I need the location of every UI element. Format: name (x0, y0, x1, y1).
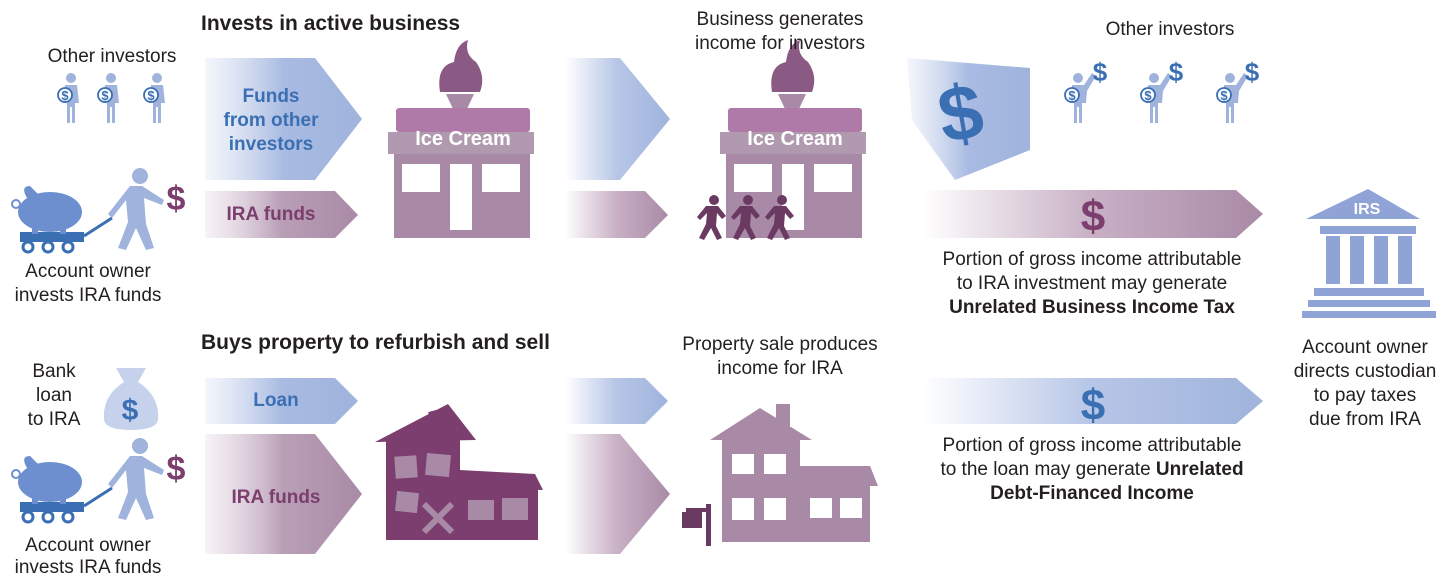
ira-funds-arrow-top (205, 191, 358, 238)
generates-line2: income for investors (694, 33, 865, 54)
ira-funds-label-top: IRA funds (226, 204, 316, 225)
funds-label-line3: investors (228, 134, 314, 155)
ice-cream-sign-1: Ice Cream (415, 128, 511, 150)
ubit-line1: Portion of gross income attributable (942, 249, 1242, 270)
udfi-line2: to the loan may generate Unrelated (922, 458, 1262, 482)
owner-piggy-bank-icon-bottom (10, 436, 188, 524)
ubit-dollar-icon: $ (1081, 192, 1105, 241)
sale-line1: Property sale produces (682, 334, 878, 355)
irs-line3: to pay taxes (1313, 385, 1417, 406)
other-investors-right-icons (1064, 56, 1261, 124)
irs-line4: due from IRA (1309, 409, 1421, 430)
irs-building-icon (1302, 189, 1436, 318)
top-heading: Invests in active business (201, 12, 461, 35)
other-investors-left-icons (57, 72, 166, 124)
account-owner-top-line2: invests IRA funds (14, 285, 162, 306)
loan-arrow (205, 378, 358, 424)
ubit-line2: to IRA investment may generate (956, 273, 1228, 294)
other-investors-right-label: Other investors (1105, 19, 1235, 40)
income-arrow-purple-top (565, 191, 668, 238)
other-investors-left-label: Other investors (47, 46, 177, 67)
payout-pentagon (907, 58, 1030, 180)
ubit-arrow (922, 190, 1263, 238)
refurbished-house-icon (710, 404, 878, 542)
funds-arrow (205, 58, 362, 180)
bottom-heading: Buys property to refurbish and sell (201, 331, 550, 354)
generates-line1: Business generates (696, 9, 864, 30)
udfi-line3: Debt-Financed Income (990, 483, 1194, 504)
money-bag-icon: $ (103, 368, 159, 430)
irs-line2: directs custodian (1293, 361, 1437, 382)
sale-line2: income for IRA (717, 358, 843, 379)
bank-line2: loan (36, 385, 72, 406)
udfi-line1: Portion of gross income attributable (942, 435, 1242, 456)
ira-funds-arrow-bottom (205, 434, 362, 554)
ira-funds-label-bottom: IRA funds (231, 487, 321, 508)
account-owner-bottom-line2: invests IRA funds (14, 557, 162, 578)
dilapidated-house-icon (375, 404, 543, 540)
udfi-line2-bold: Unrelated (1155, 459, 1244, 480)
for-sale-sign-icon (682, 504, 711, 546)
svg-text:$: $ (122, 394, 139, 427)
account-owner-bottom-line1: Account owner (25, 535, 151, 556)
udfi-arrow (922, 378, 1263, 424)
bank-line3: to IRA (27, 409, 81, 430)
funds-label-line2: from other (223, 110, 319, 131)
bank-line1: Bank (32, 361, 76, 382)
owner-piggy-bank-icon (10, 166, 188, 254)
funds-label-line1: Funds (242, 86, 300, 107)
udfi-dollar-icon: $ (1081, 381, 1105, 430)
loan-label: Loan (253, 390, 299, 411)
ice-cream-sign-2: Ice Cream (747, 128, 843, 150)
ubit-line3: Unrelated Business Income Tax (949, 297, 1235, 318)
account-owner-top-line1: Account owner (25, 261, 151, 282)
income-arrow-blue-top (565, 58, 670, 180)
sale-arrow-blue (565, 378, 668, 424)
sale-arrow-purple (565, 434, 670, 554)
udfi-line2-plain: to the loan may generate (940, 459, 1156, 480)
irs-line1: Account owner (1302, 337, 1428, 358)
irs-sign: IRS (1354, 201, 1381, 218)
